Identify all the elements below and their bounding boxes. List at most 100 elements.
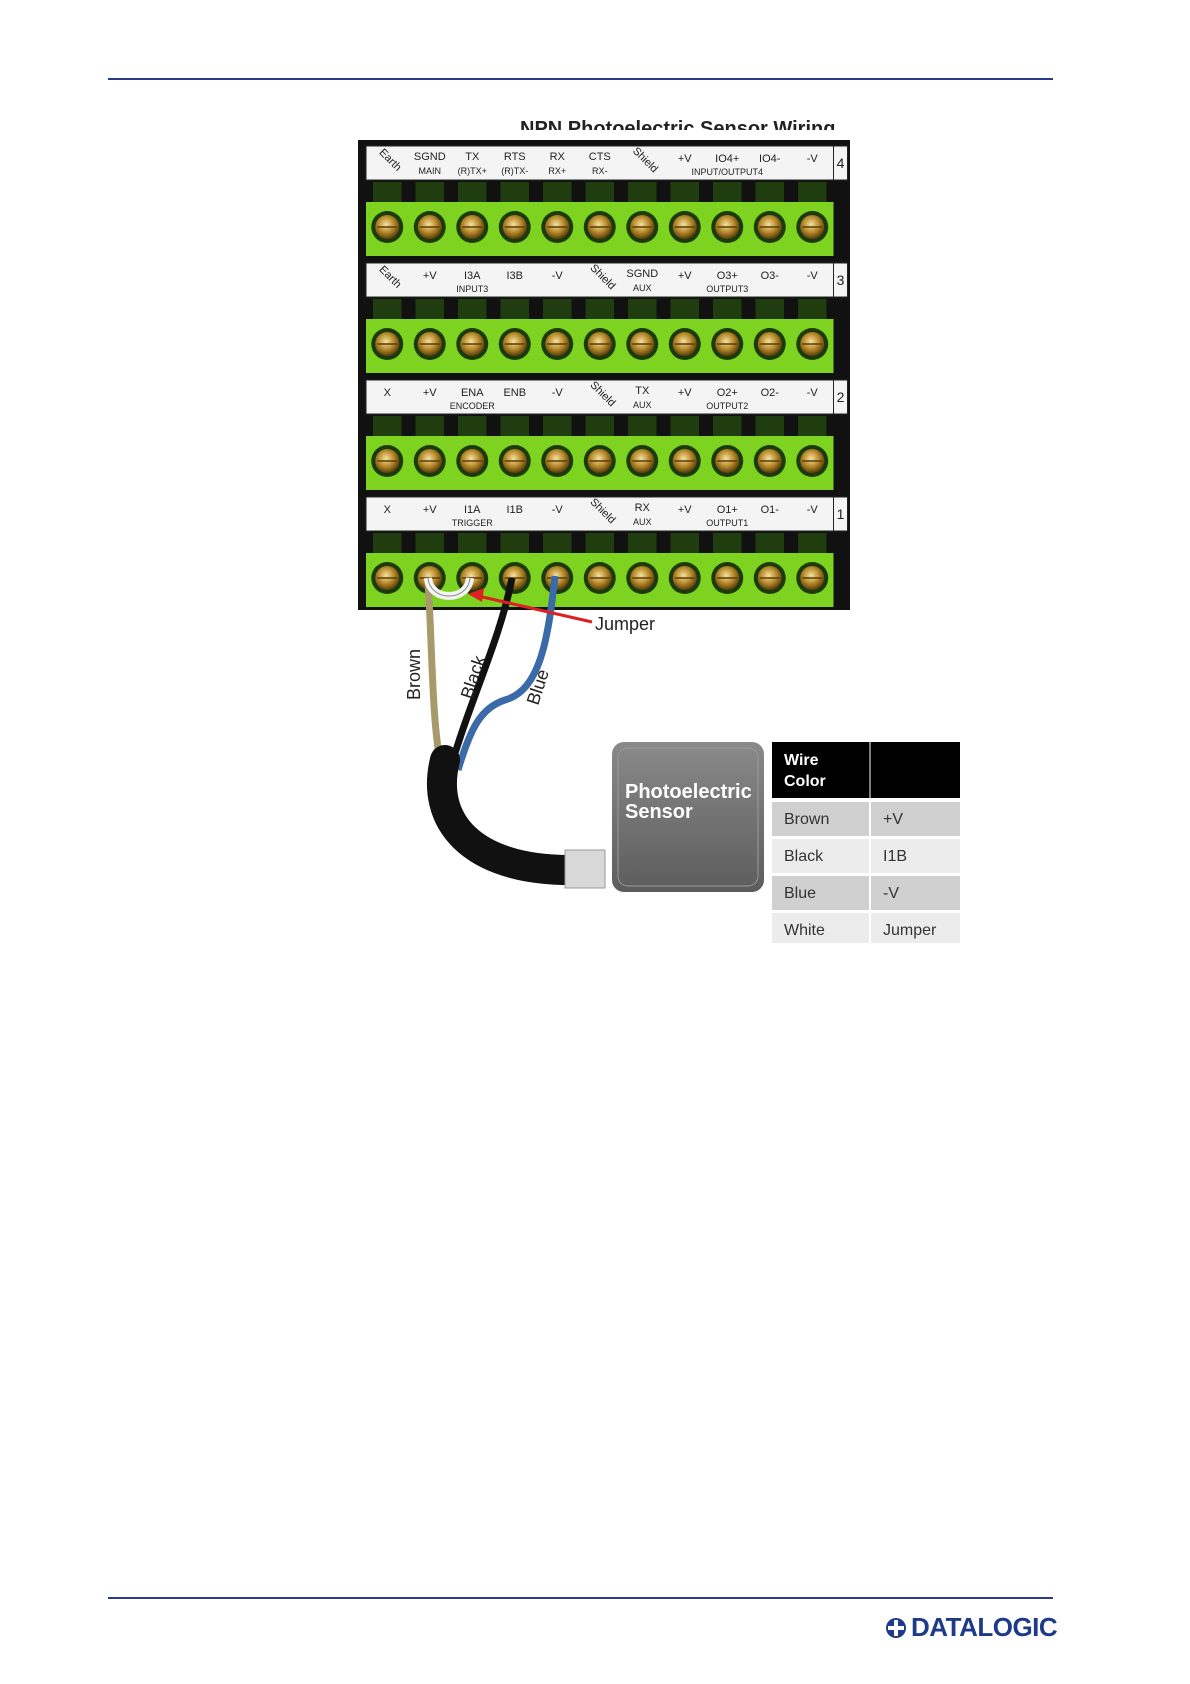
terminal-label: +V xyxy=(423,504,437,516)
row-number: 2 xyxy=(837,389,845,405)
table-wire-color: Black xyxy=(784,848,824,865)
terminal-slot xyxy=(500,299,529,319)
terminal-slot xyxy=(500,182,529,202)
terminal-label: -V xyxy=(552,387,564,399)
terminal-slot xyxy=(670,533,699,553)
terminal-label: X xyxy=(384,387,392,399)
terminal-slot xyxy=(458,182,487,202)
table-wire-color: Brown xyxy=(784,811,829,828)
terminal-sublabel: (R)TX+ xyxy=(458,166,487,176)
terminal-label: -V xyxy=(807,387,819,399)
cable-connector xyxy=(564,849,606,889)
terminal-slot xyxy=(543,299,572,319)
sensor-label-line2: Sensor xyxy=(625,801,693,823)
sensor-cable xyxy=(426,745,585,885)
jumper-label: Jumper xyxy=(595,614,655,634)
terminal-sublabel: AUX xyxy=(633,283,652,293)
table-connection: Jumper xyxy=(883,922,937,939)
terminal-slot xyxy=(628,182,657,202)
terminal-slot xyxy=(713,299,742,319)
brown-wire xyxy=(424,581,444,761)
terminal-label: -V xyxy=(807,504,819,516)
terminal-slot xyxy=(755,299,784,319)
table-cell xyxy=(871,913,960,943)
logo-cross-icon xyxy=(886,1617,906,1638)
terminal-label: O1+ xyxy=(717,504,738,516)
group-label: INPUT/OUTPUT4 xyxy=(691,167,763,177)
table-cell xyxy=(772,913,869,943)
terminal-slot xyxy=(798,299,827,319)
terminal-sublabel: MAIN xyxy=(419,166,442,176)
row-number: 4 xyxy=(837,155,845,171)
row-number: 1 xyxy=(837,506,845,522)
table-wire-color: Blue xyxy=(784,885,816,902)
terminal-slot xyxy=(670,182,699,202)
group-label: INPUT3 xyxy=(456,284,488,294)
terminal-label: IO4+ xyxy=(715,153,739,165)
terminal-label: ENA xyxy=(461,387,484,399)
terminal-slot xyxy=(500,416,529,436)
blue-label: Blue xyxy=(523,667,553,707)
figure-caption: NPN Photoelectric Sensor Wiring xyxy=(520,118,836,130)
terminal-label: -V xyxy=(807,153,819,165)
terminal-sublabel: AUX xyxy=(633,400,652,410)
footer-rule xyxy=(108,1597,1053,1599)
table-connection: +V xyxy=(883,811,903,828)
terminal-label: X xyxy=(384,504,392,516)
table-cell xyxy=(871,876,960,910)
terminal-slot xyxy=(713,416,742,436)
terminal-label: +V xyxy=(423,387,437,399)
terminal-slot xyxy=(500,533,529,553)
terminal-label: -V xyxy=(552,270,564,282)
terminal-label: RTS xyxy=(504,151,526,163)
terminal-slot xyxy=(543,182,572,202)
terminal-label: IO4- xyxy=(759,153,781,165)
datalogic-logo: DATALOGIC xyxy=(885,1612,1058,1643)
terminal-slot xyxy=(373,533,402,553)
terminal-slot xyxy=(585,533,614,553)
terminal-slot xyxy=(713,533,742,553)
brown-label: Brown xyxy=(404,649,424,700)
terminal-slot xyxy=(415,533,444,553)
table-header-label: Wire xyxy=(784,752,819,769)
terminal-slot xyxy=(373,182,402,202)
terminal-slot xyxy=(415,416,444,436)
terminal-slot xyxy=(373,416,402,436)
terminal-sublabel: RX+ xyxy=(548,166,566,176)
terminal-slot xyxy=(458,416,487,436)
terminal-label: I1A xyxy=(464,504,481,516)
photoelectric-sensor xyxy=(612,742,764,892)
terminal-label: ENB xyxy=(503,387,526,399)
table-header-label: Color xyxy=(784,773,826,790)
terminal-slot xyxy=(543,416,572,436)
terminal-label: +V xyxy=(678,153,692,165)
terminal-slot xyxy=(628,416,657,436)
blue-wire xyxy=(454,575,559,772)
terminal-slot xyxy=(415,182,444,202)
jumper-arrow xyxy=(477,594,593,624)
terminal-label: O2+ xyxy=(717,387,738,399)
terminal-label: O3- xyxy=(761,270,780,282)
table-cell xyxy=(772,802,869,836)
terminal-label: SGND xyxy=(414,151,446,163)
row-number: 3 xyxy=(837,272,845,288)
terminal-sublabel: AUX xyxy=(633,517,652,527)
terminal-slot xyxy=(628,533,657,553)
terminal-label: O3+ xyxy=(717,270,738,282)
terminal-slot xyxy=(458,533,487,553)
terminal-label: CTS xyxy=(589,151,611,163)
terminal-label: I3B xyxy=(506,270,523,282)
terminal-sublabel: RX- xyxy=(592,166,608,176)
logo-text: DATALOGIC xyxy=(911,1612,1058,1642)
terminal-label: -V xyxy=(552,504,564,516)
terminal-slot xyxy=(543,533,572,553)
terminal-slot xyxy=(373,299,402,319)
table-cell xyxy=(772,876,869,910)
group-label: OUTPUT2 xyxy=(706,401,748,411)
terminal-label: RX xyxy=(550,151,566,163)
